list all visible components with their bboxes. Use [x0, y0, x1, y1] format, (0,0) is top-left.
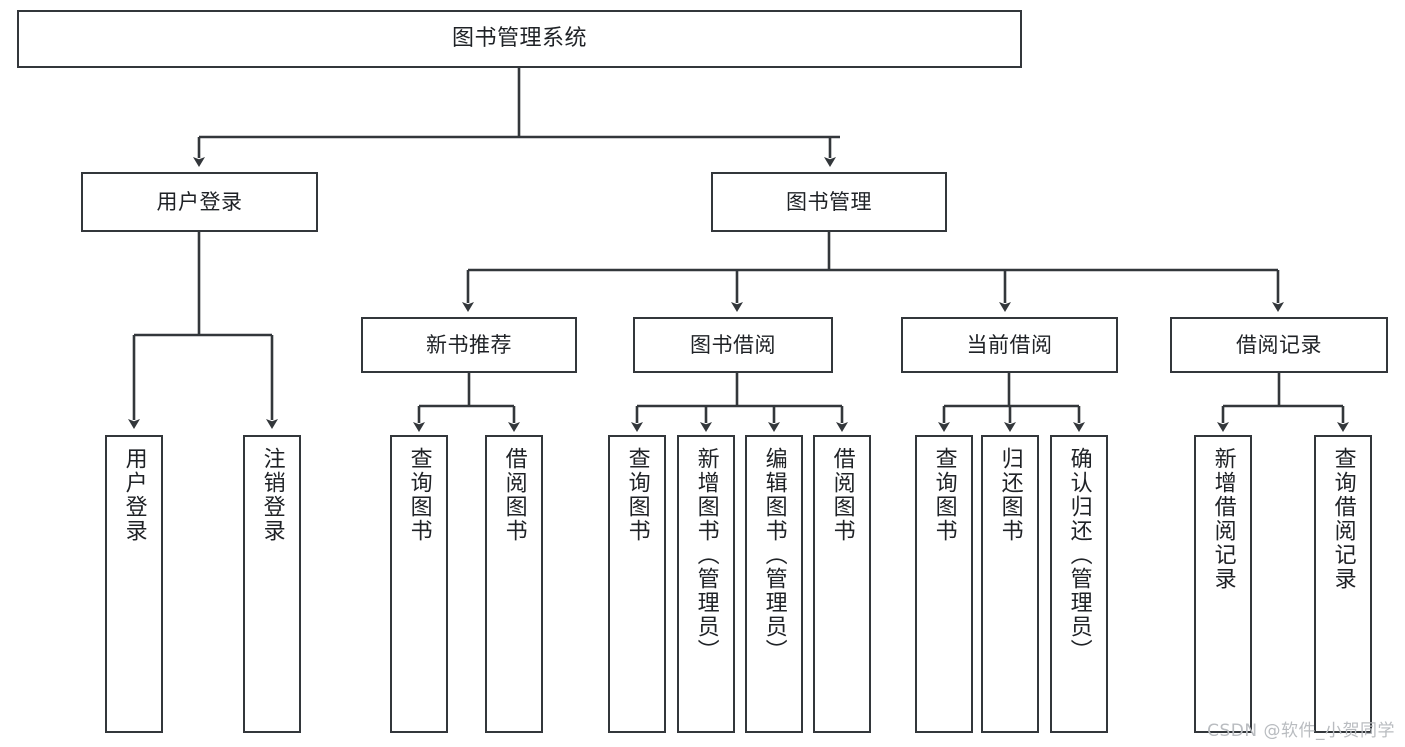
leaf-user-login-label: 用户登录 — [121, 447, 147, 543]
node-book-borrow[interactable]: 图书借阅 — [633, 317, 833, 373]
leaf-confirm-return-label: 确认归还（管理员） — [1066, 447, 1092, 663]
leaf-confirm-return[interactable]: 确认归还（管理员） — [1050, 435, 1108, 733]
leaf-borrow-book-1-label: 借阅图书 — [501, 447, 527, 543]
node-book-manage-label: 图书管理 — [786, 189, 872, 214]
leaf-query-book-2-label: 查询图书 — [624, 447, 650, 543]
watermark: CSDN @软件_小贺同学 — [1207, 721, 1395, 741]
node-current-borrow-label: 当前借阅 — [966, 332, 1053, 357]
node-new-book-recommend[interactable]: 新书推荐 — [361, 317, 577, 373]
leaf-query-record[interactable]: 查询借阅记录 — [1314, 435, 1372, 733]
leaf-edit-book-label: 编辑图书（管理员） — [761, 447, 787, 663]
leaf-add-record-label: 新增借阅记录 — [1210, 447, 1236, 591]
node-borrow-record-label: 借阅记录 — [1236, 332, 1322, 357]
leaf-edit-book[interactable]: 编辑图书（管理员） — [745, 435, 803, 733]
leaf-logout-login[interactable]: 注销登录 — [243, 435, 301, 733]
node-current-borrow[interactable]: 当前借阅 — [901, 317, 1118, 373]
node-new-book-recommend-label: 新书推荐 — [426, 332, 512, 357]
leaf-query-book-3-label: 查询图书 — [931, 447, 957, 543]
leaf-query-record-label: 查询借阅记录 — [1330, 447, 1356, 591]
node-root[interactable]: 图书管理系统 — [17, 10, 1022, 68]
leaf-user-login[interactable]: 用户登录 — [105, 435, 163, 733]
node-root-label: 图书管理系统 — [451, 26, 587, 52]
leaf-query-book-1[interactable]: 查询图书 — [390, 435, 448, 733]
node-book-manage[interactable]: 图书管理 — [711, 172, 947, 232]
leaf-return-book-label: 归还图书 — [997, 447, 1023, 543]
leaf-borrow-book-1[interactable]: 借阅图书 — [485, 435, 543, 733]
leaf-return-book[interactable]: 归还图书 — [981, 435, 1039, 733]
leaf-borrow-book-2[interactable]: 借阅图书 — [813, 435, 871, 733]
leaf-add-book[interactable]: 新增图书（管理员） — [677, 435, 735, 733]
node-book-borrow-label: 图书借阅 — [690, 332, 776, 357]
leaf-add-book-label: 新增图书（管理员） — [693, 447, 719, 663]
leaf-query-book-2[interactable]: 查询图书 — [608, 435, 666, 733]
node-borrow-record[interactable]: 借阅记录 — [1170, 317, 1388, 373]
node-user-login-label: 用户登录 — [156, 189, 243, 214]
leaf-query-book-3[interactable]: 查询图书 — [915, 435, 973, 733]
leaf-query-book-1-label: 查询图书 — [406, 447, 432, 543]
leaf-borrow-book-2-label: 借阅图书 — [829, 447, 855, 543]
leaf-add-record[interactable]: 新增借阅记录 — [1194, 435, 1252, 733]
node-user-login[interactable]: 用户登录 — [81, 172, 318, 232]
leaf-logout-login-label: 注销登录 — [259, 447, 285, 543]
